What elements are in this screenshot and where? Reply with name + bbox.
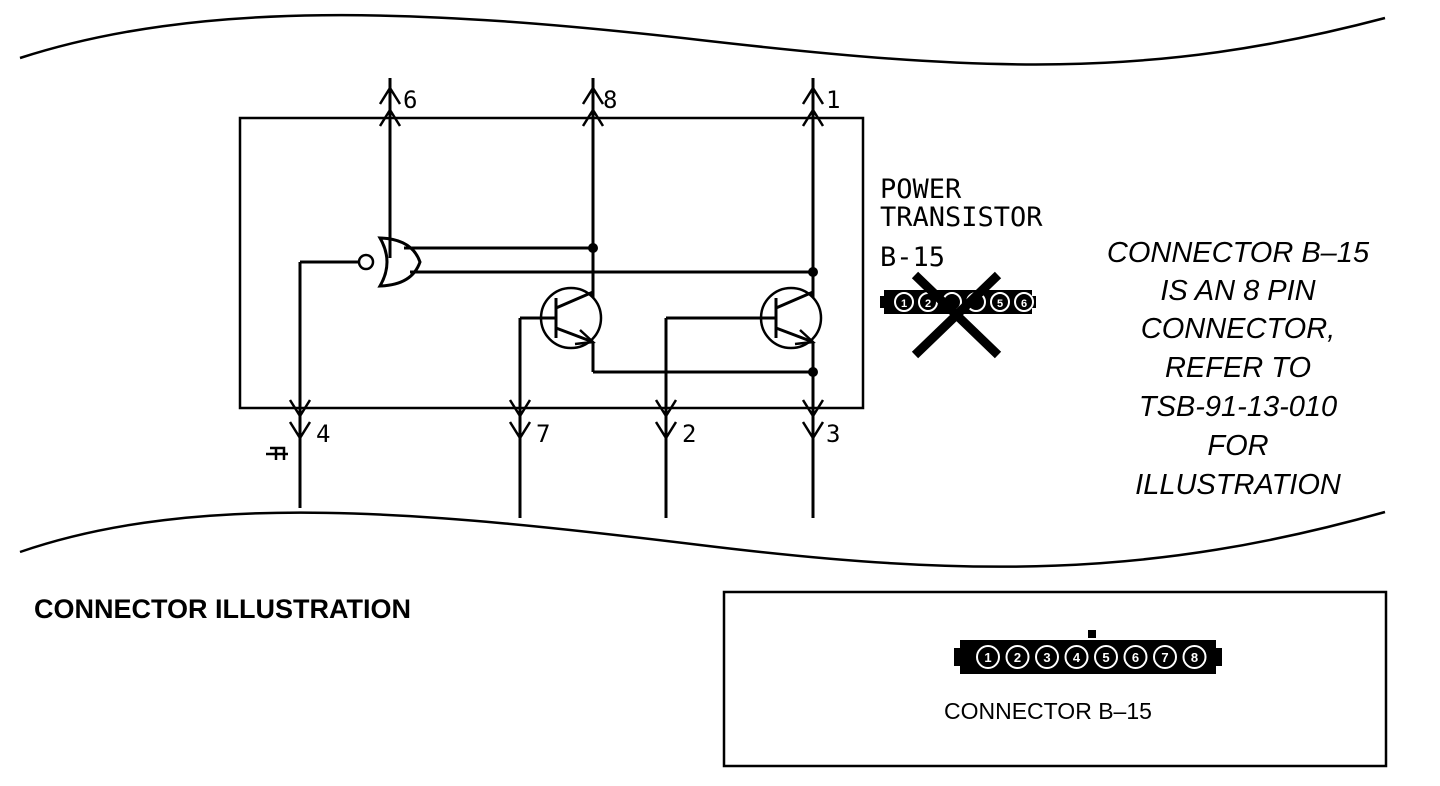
connector-cavity-number: 6 <box>1021 298 1027 310</box>
connector-cavity <box>990 292 1010 312</box>
note-line: CONNECTOR, <box>1141 313 1335 345</box>
section-title: CONNECTOR ILLUSTRATION <box>34 594 411 624</box>
pin-label-4: 4 <box>316 420 330 448</box>
connector-cavity-number: 1 <box>984 650 991 665</box>
nor-gate <box>357 236 422 288</box>
connector-cavity <box>894 292 914 312</box>
connector-cavity-number: 4 <box>1073 650 1081 665</box>
pin-label-1: 1 <box>826 86 840 114</box>
pin-label-8: 8 <box>603 86 617 114</box>
top-break-line <box>19 13 1386 66</box>
connector-cavity <box>1153 645 1177 669</box>
pin-label-3: 3 <box>826 420 840 448</box>
connector-note: CONNECTOR B–15 IS AN 8 PIN CONNECTOR, RE… <box>1107 237 1370 501</box>
connector-cavity-number: 1 <box>901 298 907 310</box>
connector-cavity-number: 7 <box>1161 650 1168 665</box>
connector-caption: CONNECTOR B–15 <box>944 698 1152 724</box>
connector-illustration-box <box>722 590 1388 768</box>
small-connector-crossed-out: 1 2 5 6 <box>880 271 1036 359</box>
connector-cavity <box>1094 645 1118 669</box>
connector-cavity <box>1005 645 1030 669</box>
connector-cavity-number: 2 <box>925 298 931 310</box>
connector-cavity <box>976 645 1000 669</box>
connector-cavity-number: 2 <box>1014 650 1021 665</box>
note-line: CONNECTOR B–15 <box>1107 237 1370 269</box>
connector-cavity <box>1064 645 1089 669</box>
component-name-line2: TRANSISTOR <box>880 202 1043 233</box>
connector-cavity-number: 5 <box>997 298 1003 310</box>
connector-cavity <box>1014 292 1034 312</box>
component-name-line1: POWER <box>880 174 962 205</box>
connector-cavity <box>1035 645 1059 669</box>
transistor-2 <box>666 286 823 350</box>
note-line: FOR <box>1207 430 1268 462</box>
connector-cavity <box>1182 645 1207 669</box>
pin-label-7: 7 <box>536 420 550 448</box>
component-connector-id: B-15 <box>880 242 945 273</box>
connector-cavity-number: 5 <box>1102 650 1109 665</box>
shield-symbol-icon <box>266 446 288 460</box>
pin-label-6: 6 <box>403 86 417 114</box>
connector-cavity-number: 6 <box>1132 650 1139 665</box>
bottom-pin-wires <box>288 262 825 518</box>
connector-cavity-number: 8 <box>1191 650 1198 665</box>
junction-dot <box>808 367 818 377</box>
note-line: ILLUSTRATION <box>1135 469 1341 501</box>
bottom-break-line <box>19 510 1386 568</box>
top-pin-wires <box>378 78 825 298</box>
junction-dot <box>808 267 818 277</box>
connector-cavity <box>1123 645 1148 669</box>
connector-b15-illustration: 1 2 3 4 5 6 7 8 <box>954 630 1222 674</box>
note-line: IS AN 8 PIN <box>1160 275 1315 307</box>
note-line: TSB-91-13-010 <box>1139 391 1337 423</box>
connector-cavity-number: 3 <box>1043 650 1050 665</box>
transistor-1 <box>520 286 603 350</box>
power-transistor-box <box>238 116 865 410</box>
note-line: REFER TO <box>1165 352 1311 384</box>
pin-label-2: 2 <box>682 420 696 448</box>
junction-dot <box>588 243 598 253</box>
